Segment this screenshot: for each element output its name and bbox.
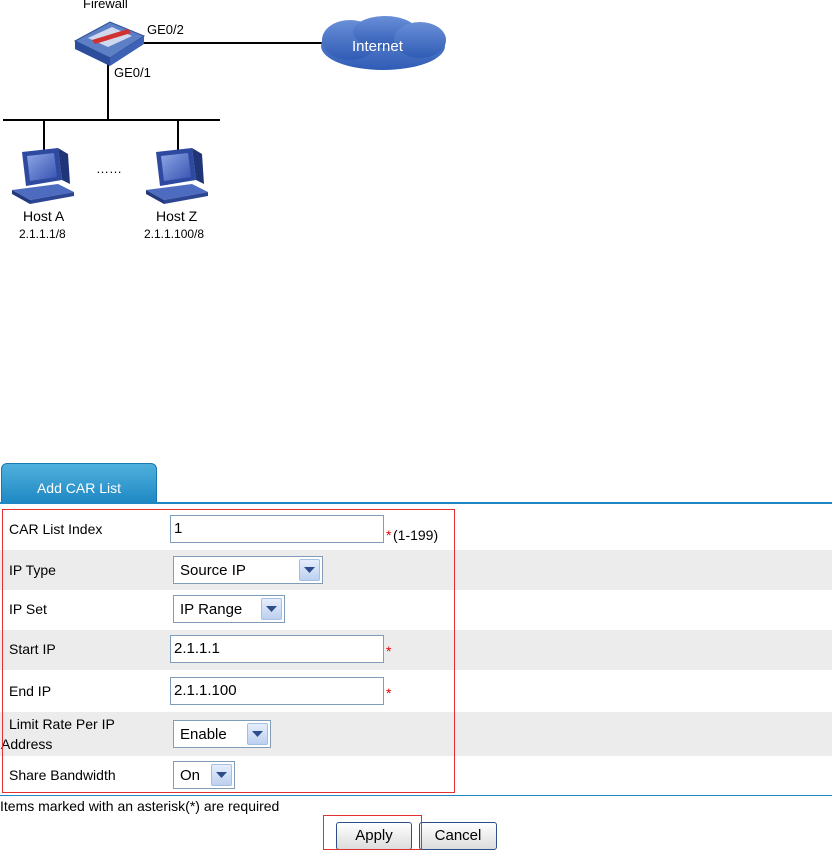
ip-type-value: Source IP bbox=[180, 562, 246, 579]
firewall-label: Firewall bbox=[83, 0, 128, 11]
host-z-ip: 2.1.1.100/8 bbox=[144, 227, 205, 241]
chevron-down-icon[interactable] bbox=[211, 764, 232, 786]
share-bandwidth-select[interactable]: On bbox=[173, 761, 235, 789]
chevron-down-icon[interactable] bbox=[261, 598, 282, 620]
start-ip-label: Start IP bbox=[9, 641, 56, 657]
chevron-down-icon[interactable] bbox=[247, 723, 268, 745]
internet-label: Internet bbox=[352, 38, 403, 55]
limit-rate-select[interactable]: Enable bbox=[173, 720, 271, 748]
ip-set-value: IP Range bbox=[180, 601, 243, 618]
host-a-name: Host A bbox=[23, 208, 65, 224]
end-ip-input[interactable]: 2.1.1.100 bbox=[170, 677, 384, 705]
car-list-index-label: CAR List Index bbox=[9, 521, 103, 537]
tab-add-car-list[interactable]: Add CAR List bbox=[1, 463, 157, 503]
ip-set-label: IP Set bbox=[9, 601, 47, 617]
share-bandwidth-value: On bbox=[180, 767, 201, 784]
start-ip-input[interactable]: 2.1.1.1 bbox=[170, 635, 384, 663]
share-bandwidth-label: Share Bandwidth bbox=[9, 767, 116, 783]
host-z-name: Host Z bbox=[156, 208, 198, 224]
car-list-index-range: (1-199) bbox=[393, 527, 439, 543]
limit-rate-label-line1: Limit Rate Per IP bbox=[9, 716, 115, 732]
network-diagram bbox=[3, 16, 446, 204]
limit-rate-label-line2: Address bbox=[1, 736, 53, 752]
row-start-ip: Start IP 2.1.1.1 * bbox=[0, 630, 832, 670]
row-limit-rate: Limit Rate Per IP Address Enable bbox=[0, 712, 832, 756]
ip-type-select[interactable]: Source IP bbox=[173, 556, 323, 584]
internet-cloud-icon bbox=[321, 16, 446, 70]
tab-underline bbox=[0, 502, 832, 504]
form-bottom-line bbox=[0, 795, 832, 796]
firewall-icon bbox=[73, 21, 146, 66]
required-note: Items marked with an asterisk(*) are req… bbox=[0, 798, 280, 814]
row-ip-set: IP Set IP Range bbox=[0, 590, 832, 630]
row-ip-type: IP Type Source IP bbox=[0, 550, 832, 590]
car-list-index-input[interactable]: 1 bbox=[170, 515, 384, 543]
required-marker: * bbox=[386, 643, 392, 659]
chevron-down-icon[interactable] bbox=[299, 559, 320, 581]
cancel-button[interactable]: Cancel bbox=[419, 822, 497, 850]
host-a-ip: 2.1.1.1/8 bbox=[19, 227, 66, 241]
limit-rate-value: Enable bbox=[180, 726, 227, 743]
host-z-computer-icon bbox=[146, 148, 208, 204]
ip-set-select[interactable]: IP Range bbox=[173, 595, 285, 623]
ellipsis-label: …… bbox=[96, 161, 122, 176]
required-marker: * bbox=[386, 527, 392, 543]
ip-type-label: IP Type bbox=[9, 562, 56, 578]
apply-button[interactable]: Apply bbox=[336, 822, 412, 850]
row-share-bandwidth: Share Bandwidth On bbox=[0, 756, 832, 794]
port-ge02-label: GE0/2 bbox=[147, 22, 184, 37]
row-end-ip: End IP 2.1.1.100 * bbox=[0, 670, 832, 712]
end-ip-label: End IP bbox=[9, 683, 52, 699]
row-car-list-index: CAR List Index 1 * (1-199) bbox=[0, 512, 832, 550]
required-marker: * bbox=[386, 685, 392, 701]
port-ge01-label: GE0/1 bbox=[114, 65, 151, 80]
host-a-computer-icon bbox=[12, 148, 74, 204]
